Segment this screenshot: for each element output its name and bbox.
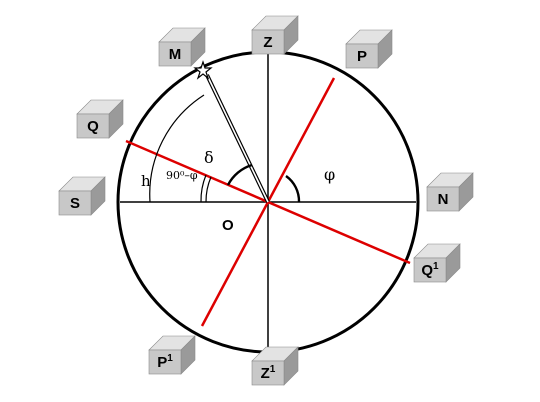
latitude-arc xyxy=(285,175,301,203)
box-q: Q xyxy=(76,99,124,139)
box-z: Z xyxy=(251,15,299,55)
box-s: S xyxy=(58,176,106,216)
box-q1-label: Q1 xyxy=(421,261,439,279)
declination-label: δ xyxy=(204,148,214,167)
declination-arc xyxy=(226,163,253,186)
box-q1: Q1 xyxy=(413,243,461,283)
box-p1-main: P xyxy=(157,354,167,371)
box-z1-label: Z1 xyxy=(261,364,276,382)
box-z1-sup: 1 xyxy=(270,364,276,375)
latitude-label: φ xyxy=(324,165,335,184)
colatitude-arc-outer xyxy=(205,176,212,203)
box-p: P xyxy=(345,29,393,69)
colatitude-label: 90⁰–φ xyxy=(166,169,198,182)
box-p-label: P xyxy=(357,48,367,65)
box-m-label: M xyxy=(169,46,182,63)
box-s-label: S xyxy=(70,195,80,212)
box-q1-sup: 1 xyxy=(433,261,439,272)
box-n: N xyxy=(426,172,474,212)
box-p1: P1 xyxy=(148,335,196,375)
box-z-label: Z xyxy=(263,34,272,51)
box-z1-main: Z xyxy=(261,365,270,382)
box-q1-main: Q xyxy=(421,262,433,279)
box-q-label: Q xyxy=(87,118,99,135)
altitude-label: h xyxy=(141,172,151,190)
center-label: O xyxy=(222,217,234,234)
star-ray-inner xyxy=(206,74,269,203)
box-n-label: N xyxy=(438,191,449,208)
star-icon xyxy=(193,60,213,80)
altitude-arc xyxy=(149,94,205,203)
colatitude-arc-inner xyxy=(200,174,207,203)
box-m: M xyxy=(158,27,206,67)
box-z1: Z1 xyxy=(251,346,299,386)
box-p1-sup: 1 xyxy=(167,353,173,364)
box-p1-label: P1 xyxy=(157,353,173,371)
